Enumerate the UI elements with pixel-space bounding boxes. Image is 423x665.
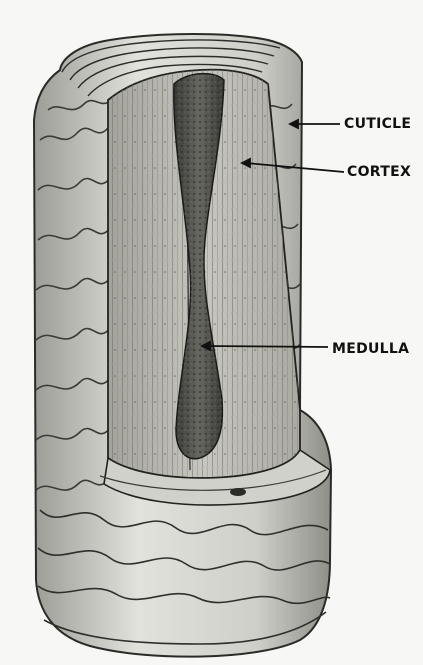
medulla-label: MEDULLA (332, 341, 409, 357)
cortex-label: CORTEX (347, 164, 411, 180)
medulla-leader-line (206, 346, 328, 347)
cuticle-label: CUTICLE (344, 116, 411, 132)
